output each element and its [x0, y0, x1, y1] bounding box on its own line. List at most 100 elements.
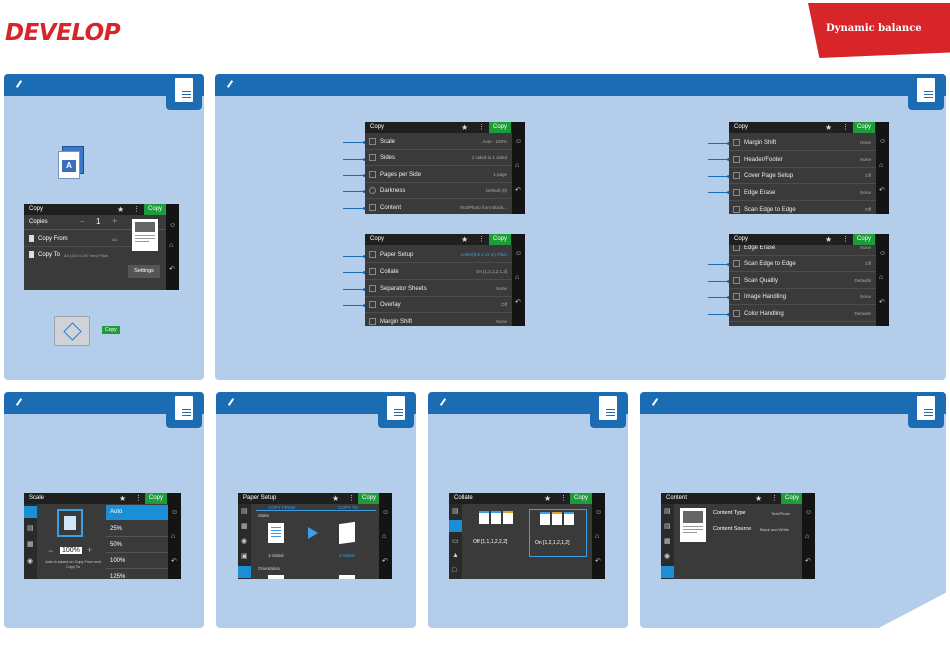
account-icon[interactable]: ☺ — [171, 509, 179, 516]
account-icon[interactable]: ☺ — [595, 509, 603, 516]
star-icon[interactable]: ★ — [755, 494, 763, 503]
star-icon[interactable]: ★ — [332, 494, 340, 503]
star-icon[interactable]: ★ — [117, 205, 125, 214]
home-icon[interactable]: ⌂ — [169, 242, 174, 249]
home-icon[interactable]: ⌂ — [515, 162, 520, 169]
star-icon[interactable]: ★ — [825, 123, 833, 132]
content-tab-active[interactable] — [661, 566, 674, 578]
copies-decrease-button[interactable]: − — [80, 217, 85, 226]
copy-button[interactable]: Copy — [570, 493, 593, 504]
sides-tab-icon[interactable]: ▤ — [664, 523, 671, 530]
paper-tab-icon[interactable]: ▤ — [452, 508, 459, 515]
back-icon[interactable]: ↶ — [515, 299, 521, 306]
copies-value[interactable]: 1 — [96, 217, 101, 226]
account-icon[interactable]: ☺ — [382, 509, 390, 516]
scale-percent-field[interactable]: 100% — [60, 547, 82, 554]
back-icon[interactable]: ↶ — [595, 558, 601, 565]
scale-option-auto[interactable]: Auto — [106, 505, 168, 520]
back-icon[interactable]: ↶ — [171, 558, 177, 565]
separator-tab-icon[interactable]: ▭ — [452, 538, 459, 545]
more-icon[interactable]: ⋮ — [478, 236, 485, 243]
star-icon[interactable]: ★ — [461, 235, 469, 244]
darkness-tab-icon[interactable]: ◉ — [664, 553, 671, 560]
darkness-tab-icon[interactable]: ◉ — [27, 558, 34, 565]
star-icon[interactable]: ★ — [544, 494, 552, 503]
pages-tab-icon[interactable]: ▦ — [241, 523, 248, 530]
copy-to-row[interactable]: Copy To A4 (210 x 297 mm) Plain — [24, 247, 134, 263]
copy-button[interactable]: Copy — [489, 234, 512, 245]
content-type-value[interactable]: Text/Photo — [771, 511, 790, 516]
content-tab-icon[interactable]: ▣ — [241, 553, 248, 560]
margin-tab-icon[interactable]: □ — [452, 567, 457, 574]
copy-app-icon[interactable]: A — [56, 146, 90, 182]
copy-button[interactable]: Copy — [144, 204, 167, 215]
more-icon[interactable]: ⋮ — [560, 495, 567, 502]
darkness-tab-icon[interactable]: ◉ — [241, 538, 248, 545]
home-icon[interactable]: ⌂ — [879, 162, 884, 169]
account-icon[interactable]: ☺ — [879, 138, 887, 145]
star-icon[interactable]: ★ — [825, 235, 833, 244]
paper-tab-icon[interactable]: ▤ — [664, 508, 671, 515]
home-icon[interactable]: ⌂ — [805, 533, 810, 540]
settings-button[interactable]: Settings — [128, 265, 160, 278]
collate-tab-active[interactable] — [449, 520, 462, 532]
scale-increase-button[interactable]: + — [87, 545, 93, 555]
one-sided-page-icon[interactable] — [268, 523, 284, 543]
star-icon[interactable]: ★ — [119, 494, 127, 503]
two-sided-page-icon[interactable] — [339, 521, 355, 545]
copy-button[interactable]: Copy — [145, 493, 168, 504]
copies-increase-button[interactable]: + — [112, 216, 118, 226]
scale-option-100[interactable]: 100% — [106, 553, 168, 569]
more-icon[interactable]: ⋮ — [842, 124, 849, 131]
more-icon[interactable]: ⋮ — [771, 495, 778, 502]
overlay-tab-icon[interactable]: ▲ — [452, 552, 459, 559]
back-icon[interactable]: ↶ — [515, 187, 521, 194]
star-icon[interactable]: ★ — [461, 123, 469, 132]
home-icon[interactable]: ⌂ — [515, 274, 520, 281]
scale-option-50[interactable]: 50% — [106, 537, 168, 553]
sides-tab-icon[interactable]: ▤ — [241, 508, 248, 515]
start-button[interactable] — [54, 316, 90, 346]
more-icon[interactable]: ⋮ — [135, 495, 142, 502]
scale-option-25[interactable]: 25% — [106, 521, 168, 537]
account-icon[interactable]: ☺ — [879, 250, 887, 257]
copy-from-tab[interactable]: COPY FROM — [268, 505, 296, 510]
back-icon[interactable]: ↶ — [805, 558, 811, 565]
account-icon[interactable]: ☺ — [515, 250, 523, 257]
copy-button[interactable]: Copy — [853, 122, 876, 133]
copy-from-row[interactable]: Copy From A4 — [24, 231, 134, 247]
collate-on-option[interactable]: On [1,2,1,2,1,2] — [529, 509, 587, 557]
back-icon[interactable]: ↶ — [879, 187, 885, 194]
pages-tab-icon[interactable]: ▦ — [27, 541, 34, 548]
back-icon[interactable]: ↶ — [169, 266, 175, 273]
copy-button[interactable]: Copy — [781, 493, 804, 504]
account-icon[interactable]: ☺ — [805, 509, 813, 516]
sides-tab-icon[interactable]: ▤ — [27, 525, 34, 532]
home-icon[interactable]: ⌂ — [595, 533, 600, 540]
more-icon[interactable]: ⋮ — [842, 236, 849, 243]
account-icon[interactable]: ☺ — [515, 138, 523, 145]
scale-option-125[interactable]: 125% — [110, 574, 126, 579]
more-icon[interactable]: ⋮ — [348, 495, 355, 502]
home-icon[interactable]: ⌂ — [879, 274, 884, 281]
pages-tab-icon[interactable]: ▦ — [664, 538, 671, 545]
copy-button[interactable]: Copy — [489, 122, 512, 133]
copy-to-tab[interactable]: COPY TO — [338, 505, 359, 510]
scale-tab-active[interactable] — [24, 506, 37, 518]
